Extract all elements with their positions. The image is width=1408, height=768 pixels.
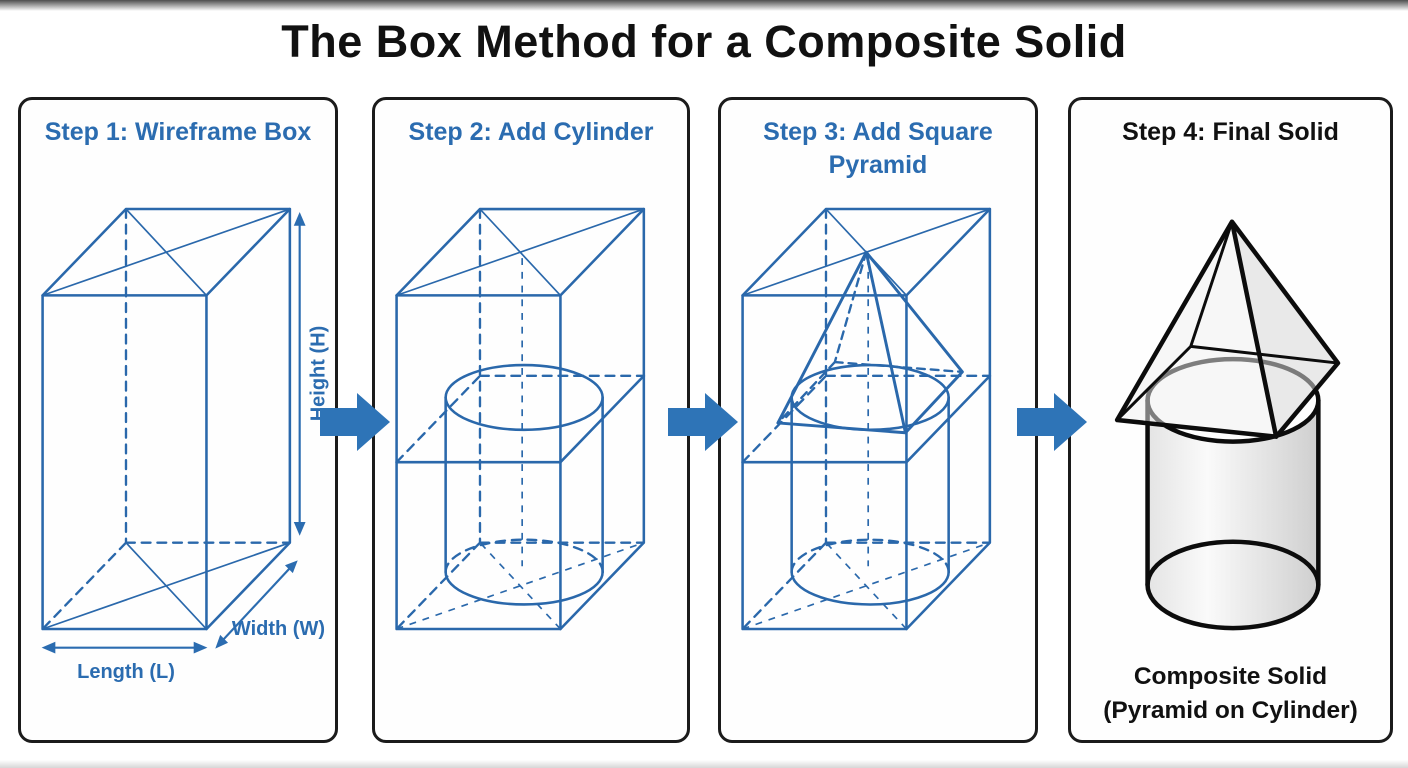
bottom-shade-artifact [0, 760, 1408, 768]
wireframe-box-figure [41, 207, 306, 654]
panel-step1-wireframe-box: Step 1: Wireframe Box Height (H) Width (… [18, 97, 338, 743]
box-with-cylinder-pyramid-figure [741, 207, 992, 631]
panel-title-step3: Step 3: Add Square Pyramid [763, 118, 993, 179]
final-solid-caption: Composite Solid (Pyramid on Cylinder) [1077, 660, 1384, 728]
panel-step2-add-cylinder: Step 2: Add Cylinder [372, 97, 690, 743]
width-label: Width (W) [231, 618, 325, 640]
caption-line-2: (Pyramid on Cylinder) [1103, 697, 1358, 724]
step-arrow-icon-3 [1017, 393, 1087, 451]
box-with-cylinder-figure [395, 207, 646, 631]
step-arrow-icon-1 [320, 393, 390, 451]
panel-step3-add-pyramid: Step 3: Add Square Pyramid [718, 97, 1038, 743]
panel-title-step2: Step 2: Add Cylinder [408, 118, 654, 146]
top-shade-artifact [0, 0, 1408, 11]
diagram-title: The Box Method for a Composite Solid [281, 16, 1127, 67]
panel-title-step4: Step 4: Final Solid [1122, 118, 1339, 146]
caption-line-1: Composite Solid [1133, 663, 1328, 690]
panel-step4-final-solid: Step 4: Final Solid Composite Solid (Pyr… [1068, 97, 1393, 743]
composite-solid-figure [1114, 219, 1341, 631]
length-label: Length (L) [77, 661, 175, 683]
step-arrow-icon-2 [668, 393, 738, 451]
panel-title-step1: Step 1: Wireframe Box [44, 118, 312, 146]
